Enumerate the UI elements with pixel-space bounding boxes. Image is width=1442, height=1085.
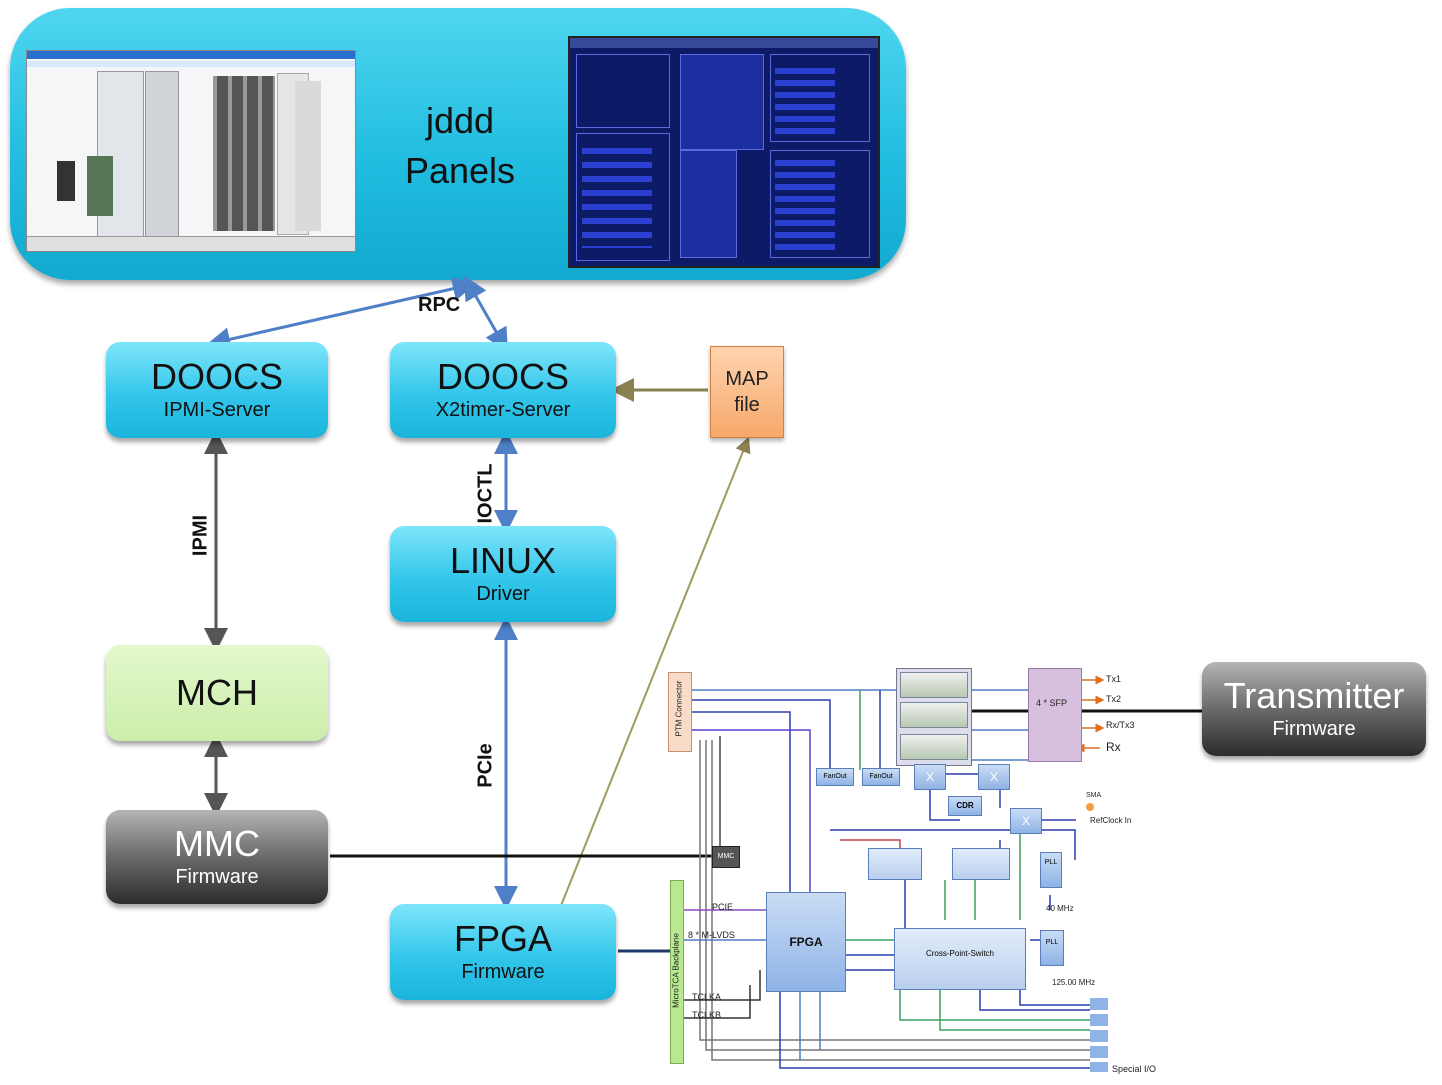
- sfp-module-3: [900, 734, 968, 760]
- mmc-firmware-box: MMC Firmware: [106, 810, 328, 904]
- fpga-title: FPGA: [453, 918, 552, 959]
- mch-title: MCH: [176, 672, 258, 713]
- mmc-subtitle: Firmware: [175, 866, 259, 888]
- ipmi-label: IPMI: [189, 514, 212, 557]
- pll-chip-1-label: PLL: [1044, 859, 1058, 866]
- fpga-chip-label: FPGA: [789, 935, 823, 949]
- map-file-box: MAP file: [710, 346, 784, 438]
- pll-chip-2-label: PLL: [1045, 939, 1059, 946]
- crosspoint-x1: X: [914, 764, 946, 790]
- special-io-label: Special I/O: [1112, 1064, 1157, 1074]
- pcie-label: PCIe: [474, 743, 497, 788]
- doocs-x2timer-server-box: DOOCS X2timer-Server: [390, 342, 616, 438]
- doocs-x2timer-title: DOOCS: [436, 356, 569, 397]
- crosspoint-switch: Cross-Point-Switch: [894, 928, 1026, 990]
- sfp-module-1: [900, 672, 968, 698]
- timing-panel-screenshot: [568, 36, 880, 268]
- freq-125mhz-label: 125.00 MHz: [1052, 978, 1096, 987]
- jddd-title-line2: Panels: [404, 150, 516, 191]
- doocs-ipmi-server-box: DOOCS IPMI-Server: [106, 342, 328, 438]
- jddd-title-line1: jddd: [425, 100, 495, 141]
- map-file-line2: file: [734, 394, 760, 416]
- doocs-x2timer-subtitle: X2timer-Server: [435, 399, 571, 421]
- transmitter-firmware-box: Transmitter Firmware: [1202, 662, 1426, 756]
- ptm-connector: [668, 672, 692, 752]
- rpc-link-ipmi: [206, 276, 477, 352]
- sfp-module-2: [900, 702, 968, 728]
- tclka-label: TCLKA: [692, 992, 722, 1002]
- linux-driver-box: LINUX Driver: [390, 526, 616, 622]
- output-tx2: Tx2: [1106, 694, 1122, 704]
- sma-label: SMA: [1086, 792, 1102, 799]
- map-file-line1: MAP: [725, 368, 769, 390]
- mmc-chip-label: MMC: [717, 853, 735, 860]
- freq-40mhz-label: 40 MHz: [1046, 904, 1074, 913]
- tclkb-label: TCLKB: [692, 1010, 722, 1020]
- pll-chip-1: PLL: [1040, 852, 1062, 888]
- transmitter-subtitle: Firmware: [1272, 718, 1356, 740]
- fpga-subtitle: Firmware: [461, 961, 545, 983]
- fanout-buffer-1: FanOut: [816, 768, 854, 786]
- mlvds-label: 8 * M-LVDS: [688, 930, 735, 940]
- output-rxtx3: Rx/Tx3: [1106, 720, 1135, 730]
- linux-title: LINUX: [449, 540, 557, 581]
- microtca-backplane-label: MicroTCA Backplane: [671, 933, 681, 1008]
- pll-chip-2: PLL: [1040, 930, 1064, 966]
- refclk-label: RefClock In: [1090, 816, 1132, 825]
- doocs-ipmi-subtitle: IPMI-Server: [163, 399, 271, 421]
- sfp-cage: [1028, 668, 1082, 762]
- rpc-label: RPC: [418, 294, 461, 316]
- ioctl-label: IOCTL: [474, 463, 497, 524]
- rpc-link-x2timer: [464, 275, 508, 353]
- pcie-port-label: PCIE: [712, 902, 734, 912]
- cdr-chip-label: CDR: [956, 801, 974, 810]
- microtca-backplane: [670, 880, 684, 1064]
- cdr-chip: CDR: [948, 796, 982, 816]
- clock-trigger-outputs: [1090, 998, 1108, 1072]
- fanout-buffer-1-label: FanOut: [823, 773, 847, 780]
- doocs-ipmi-title: DOOCS: [150, 356, 283, 397]
- output-rx: Rx: [1106, 740, 1121, 754]
- output-tx1: Tx1: [1106, 674, 1122, 684]
- ptm-connector-label: PTM Connector: [674, 680, 684, 737]
- crosspoint-switch-label: Cross-Point-Switch: [925, 949, 994, 958]
- crate-view-screenshot: [26, 50, 356, 252]
- ad9516-chip-1: [868, 848, 922, 880]
- mmc-chip: MMC: [712, 846, 740, 868]
- fanout-buffer-2: FanOut: [862, 768, 900, 786]
- mch-box: MCH: [106, 645, 328, 741]
- linux-subtitle: Driver: [476, 583, 530, 605]
- mmc-title: MMC: [174, 823, 260, 864]
- sfp-cage-label: 4 * SFP: [1036, 698, 1068, 708]
- crosspoint-x2: X: [978, 764, 1010, 790]
- fpga-firmware-box: FPGA Firmware: [390, 904, 616, 1000]
- fpga-chip: FPGA: [766, 892, 846, 992]
- crosspoint-x3: X: [1010, 808, 1042, 834]
- sma-connector-icon: [1086, 803, 1094, 811]
- jddd-panels-title: jddd Panels: [380, 96, 540, 196]
- transmitter-title: Transmitter: [1223, 675, 1405, 716]
- fanout-buffer-2-label: FanOut: [869, 773, 893, 780]
- ad9516-chip-2: [952, 848, 1010, 880]
